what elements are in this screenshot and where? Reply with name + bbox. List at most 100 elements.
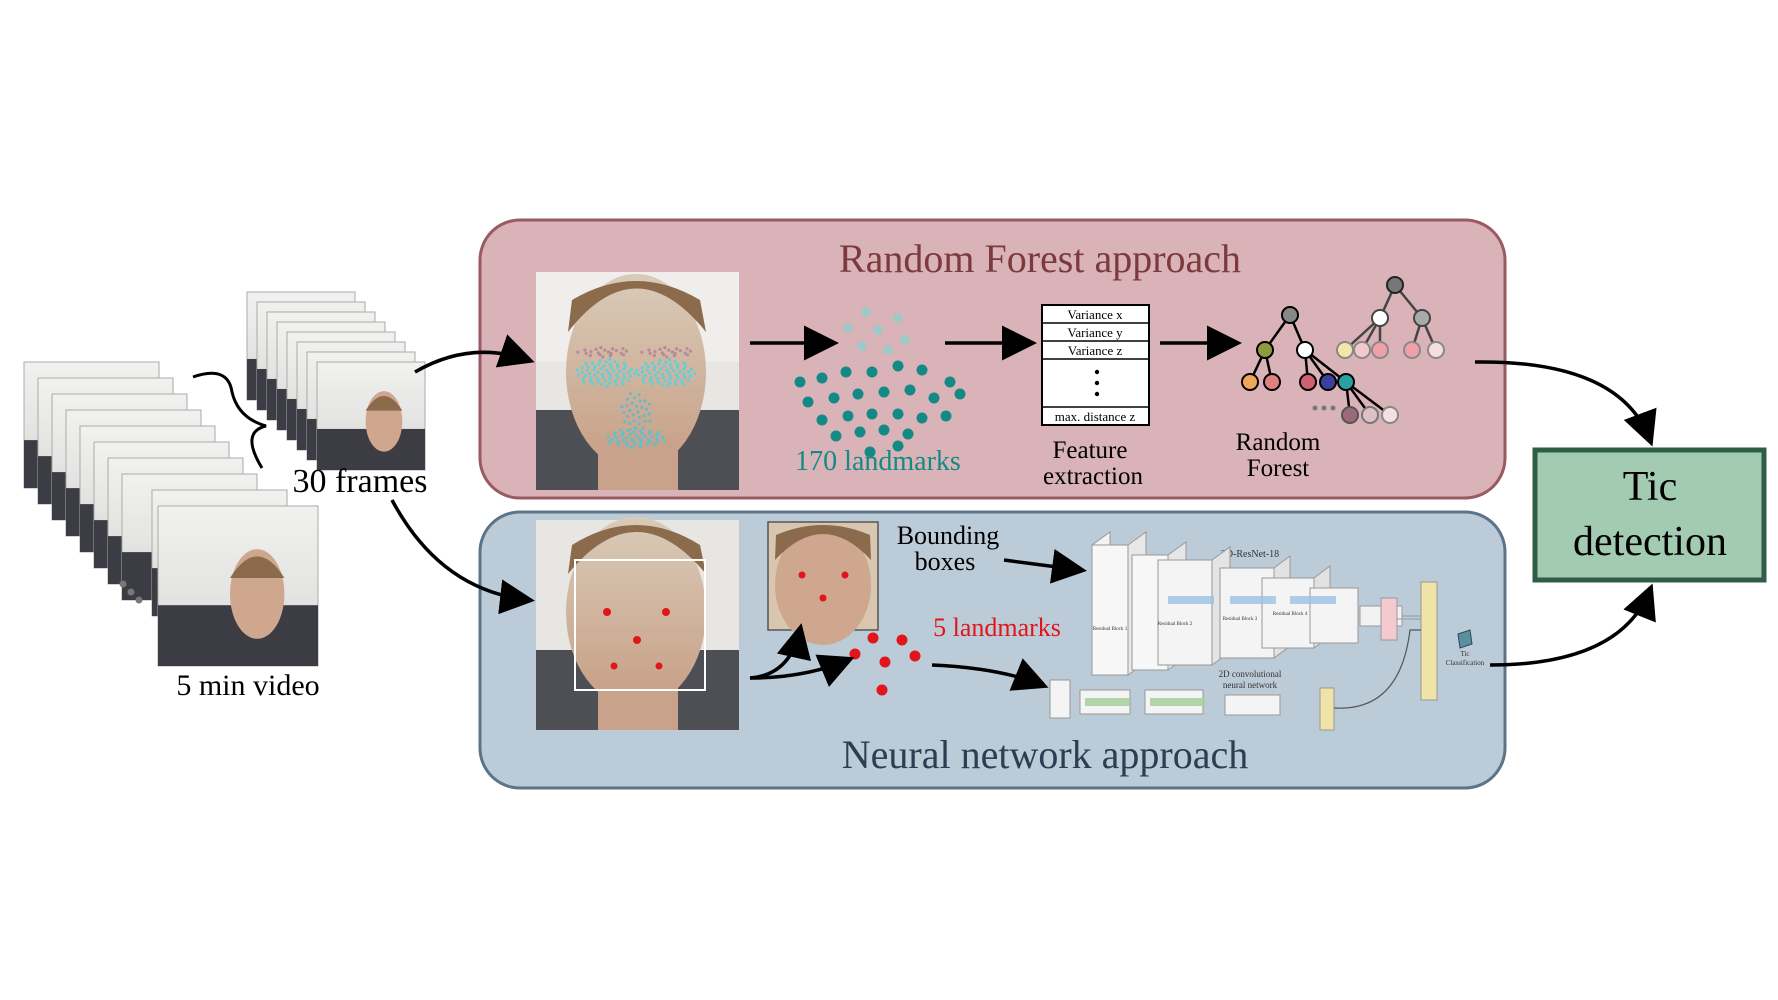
face-dot xyxy=(650,435,654,439)
face-dot xyxy=(653,373,657,377)
face-dot xyxy=(589,376,593,380)
face-dot xyxy=(621,346,625,351)
face-dot xyxy=(599,346,603,350)
face-dot xyxy=(616,440,621,444)
teal-dot xyxy=(802,396,814,408)
face-dot xyxy=(631,413,635,417)
face-dot xyxy=(632,396,637,400)
face-dot xyxy=(648,371,652,375)
face-dot xyxy=(607,371,611,375)
face-dot xyxy=(682,361,686,365)
face-dot xyxy=(648,440,652,444)
arrow-face-to-5landmarks xyxy=(749,654,855,687)
teal-dot xyxy=(866,366,878,378)
face-dot xyxy=(622,367,626,371)
tic-class-line2: Classification xyxy=(1446,659,1485,667)
face-dot xyxy=(608,381,612,385)
face-dot xyxy=(693,371,697,376)
block-2-label: Residual Block 2 xyxy=(1158,622,1193,627)
face-dot xyxy=(682,372,686,376)
face-dot xyxy=(640,431,644,436)
rf-landmarks-label: 170 landmarks xyxy=(795,446,961,477)
face-dot xyxy=(648,429,652,433)
teal-dot xyxy=(828,392,840,404)
face-dot xyxy=(628,421,632,425)
face-dot xyxy=(656,430,661,434)
face-dot xyxy=(683,351,687,355)
face-dot xyxy=(624,349,629,353)
face-dot xyxy=(663,379,667,383)
face-dot xyxy=(676,376,680,380)
face-dot xyxy=(576,350,580,354)
arrow-frames-to-rf xyxy=(414,334,535,374)
face-dot xyxy=(620,379,624,383)
face-dot xyxy=(660,382,664,386)
face-dot xyxy=(667,348,671,352)
face-dot xyxy=(648,431,652,436)
face-dot xyxy=(603,348,607,352)
bbox-label-line2: boxes xyxy=(915,547,976,576)
feature-row-1: Variance y xyxy=(1067,325,1123,340)
rf-title: Random Forest approach xyxy=(839,236,1241,281)
teal-dot xyxy=(816,372,828,384)
feature-label-line2: extraction xyxy=(1043,463,1143,490)
face-dot xyxy=(602,364,606,368)
teal-dot xyxy=(842,410,854,422)
face-dot xyxy=(648,351,652,355)
face-dot xyxy=(673,379,678,383)
face-dot xyxy=(652,368,656,372)
face-dot xyxy=(628,374,632,378)
face-dot xyxy=(648,379,653,383)
arrow-bbox-to-3dnet xyxy=(1003,548,1087,584)
face-dot xyxy=(636,373,641,377)
face-dot xyxy=(612,434,616,438)
face-dot xyxy=(643,434,647,438)
arrow-rf-to-output xyxy=(1474,360,1657,447)
teal-dot xyxy=(892,408,904,420)
face-dot xyxy=(648,402,652,406)
teal-dot xyxy=(944,376,956,388)
face-dot xyxy=(600,372,605,377)
face-dot xyxy=(615,373,619,377)
face-dot xyxy=(588,379,593,383)
teal-dot xyxy=(940,410,952,422)
face-dot xyxy=(608,357,612,362)
face-dot xyxy=(615,436,619,440)
face-dot xyxy=(647,348,651,352)
face-dot xyxy=(658,347,662,351)
face-dot xyxy=(669,366,673,370)
face-dot xyxy=(596,370,600,374)
face-dot xyxy=(628,409,632,413)
face-dot xyxy=(635,368,639,372)
teal-dot xyxy=(816,414,828,426)
video-label: 5 min video xyxy=(176,669,319,702)
face-dot xyxy=(583,348,587,352)
teal-dot xyxy=(866,408,878,420)
face-dot xyxy=(665,384,669,388)
face-dot xyxy=(620,433,624,437)
face-dot xyxy=(656,440,660,444)
face-dot xyxy=(687,370,691,374)
face-dot xyxy=(683,364,687,368)
face-dot xyxy=(655,433,659,437)
face-dot xyxy=(641,376,645,381)
frames-label: 30 frames xyxy=(292,463,427,500)
face-dot xyxy=(655,377,660,381)
face-dot xyxy=(657,362,661,366)
face-dot xyxy=(590,361,595,365)
face-dot xyxy=(646,437,650,442)
face-dot xyxy=(676,362,680,367)
face-dot xyxy=(626,414,630,418)
resnet-label: 3D-ResNet-18 xyxy=(1221,549,1279,560)
face-dot xyxy=(590,382,595,386)
face-dot xyxy=(596,380,600,384)
cnn-label-line1: 2D convolutional xyxy=(1219,669,1282,679)
face-dot xyxy=(626,428,630,433)
face-dot xyxy=(622,372,626,376)
face-dot xyxy=(629,367,634,371)
face-dot xyxy=(637,436,641,440)
face-dot xyxy=(598,353,602,357)
teal-landmark-cloud xyxy=(794,307,966,458)
face-dot xyxy=(643,373,647,378)
face-dot xyxy=(582,380,586,384)
